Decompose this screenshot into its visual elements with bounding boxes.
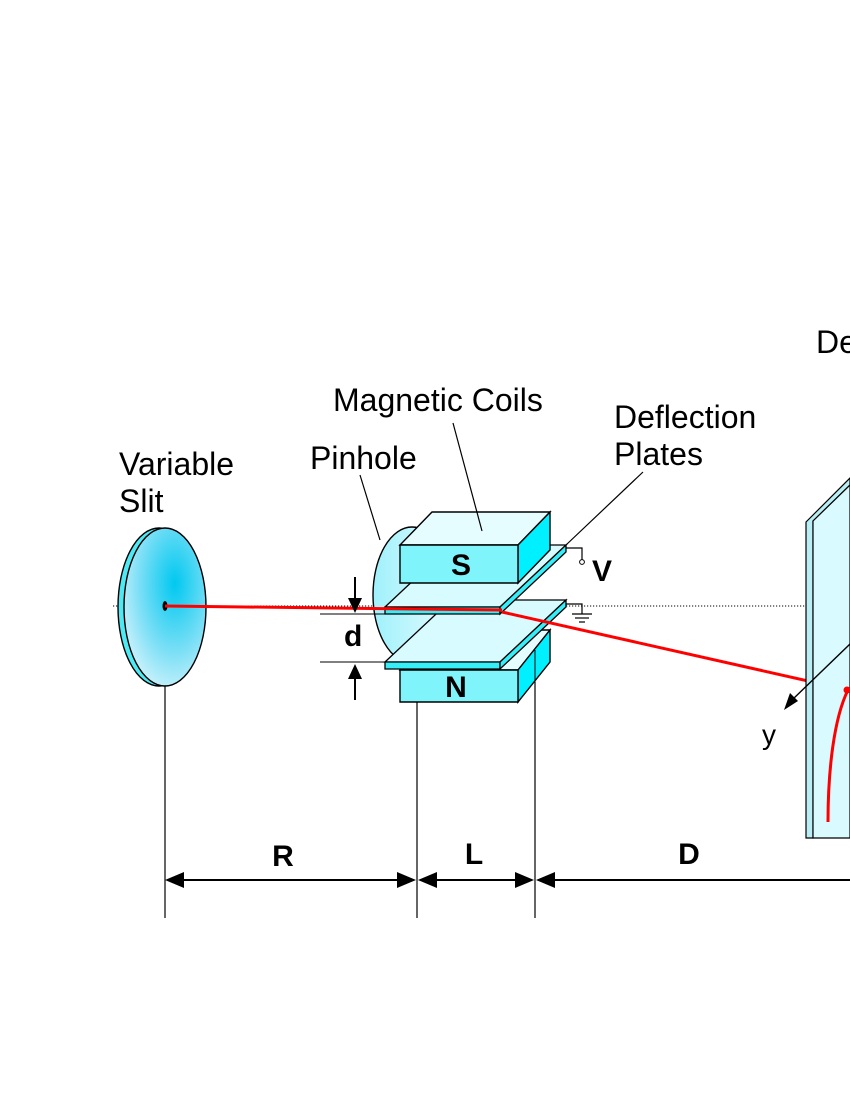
pole-s-label: S: [451, 549, 471, 582]
pinhole-leader: [359, 474, 381, 541]
pole-n-label: N: [445, 671, 467, 704]
dimension-arrows: [165, 872, 850, 888]
plate-gap-label: d: [344, 620, 362, 653]
deflection-plates-label-line1: Deflection: [614, 399, 756, 435]
deflection-trace: [826, 689, 850, 823]
variable-slit-label-line1: Variable: [119, 446, 234, 482]
y-axis-arrow: [784, 643, 850, 710]
ground-symbol: [566, 603, 592, 623]
distance-d-label: D: [678, 838, 700, 871]
distance-l-label: L: [465, 838, 483, 871]
detector-label-partial: De: [816, 324, 850, 360]
voltage-label: V: [592, 555, 612, 588]
y-axis-label: y: [762, 719, 776, 750]
voltage-terminal: [566, 547, 585, 565]
magnetic-coils-leader: [452, 422, 483, 532]
magnetic-coil-s: [398, 510, 552, 585]
pinhole-label: Pinhole: [310, 440, 417, 476]
deflection-plates-leader: [565, 471, 644, 546]
deflection-plates-label-line2: Plates: [614, 436, 703, 472]
beam-impact-point: [843, 686, 850, 694]
detection-screen: [805, 477, 850, 839]
distance-r-label: R: [272, 840, 294, 873]
variable-slit-label-line2: Slit: [119, 483, 164, 519]
plate-gap-indicator: [320, 577, 440, 700]
electron-beam: [164, 604, 849, 692]
magnetic-coils-label: Magnetic Coils: [333, 382, 543, 418]
